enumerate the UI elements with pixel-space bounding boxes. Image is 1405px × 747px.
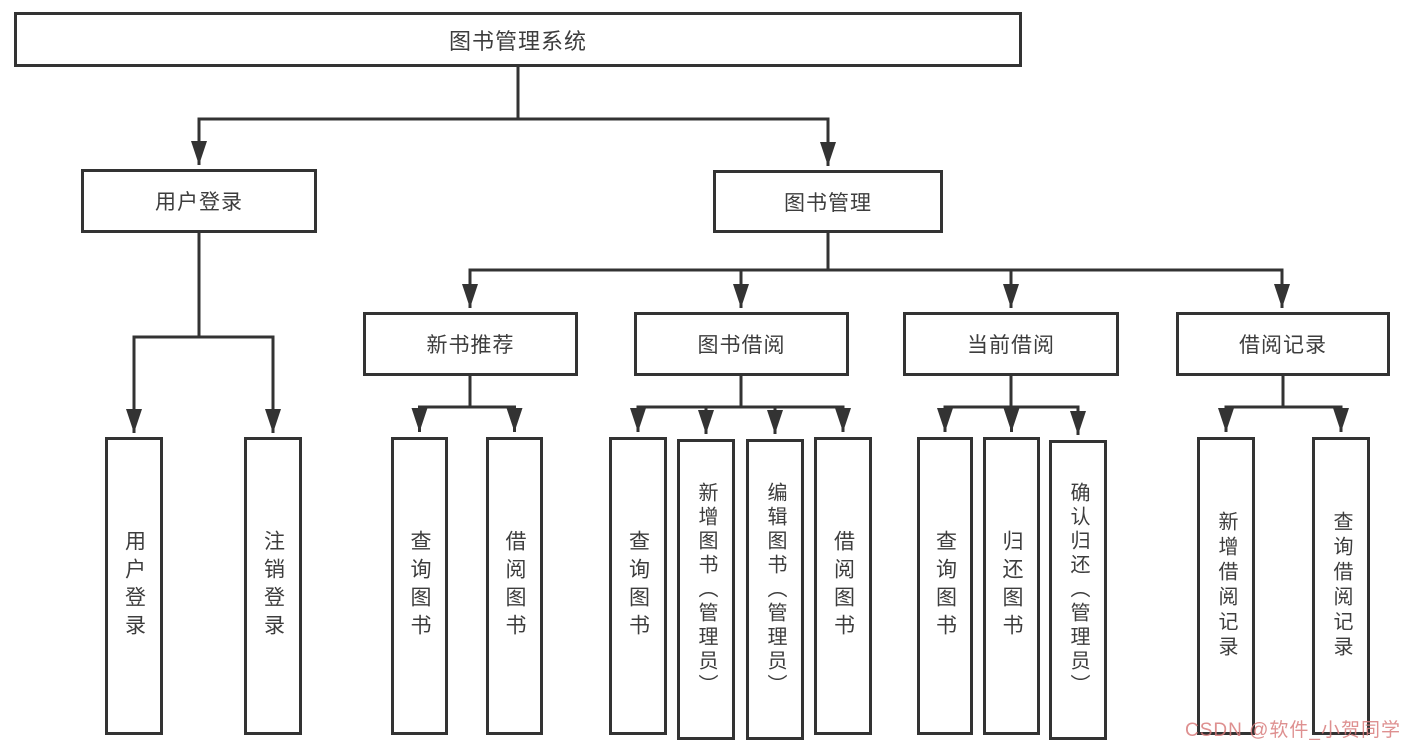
node-user-login: 用户登录 <box>81 169 317 233</box>
leaf-bb-add-books-label: 新增图书（管理员） <box>695 481 717 698</box>
leaf-bb-edit-books-label: 编辑图书（管理员） <box>764 481 786 698</box>
node-new-book-recommend: 新书推荐 <box>363 312 578 376</box>
leaf-bb-borrow-books: 借阅图书 <box>814 437 872 735</box>
leaf-cb-query-books-label: 查询图书 <box>933 530 957 642</box>
leaf-nbr-query-books: 查询图书 <box>391 437 448 735</box>
leaf-bb-edit-books: 编辑图书（管理员） <box>746 439 804 740</box>
node-book-borrowing: 图书借阅 <box>634 312 849 376</box>
node-current-borrowing: 当前借阅 <box>903 312 1119 376</box>
leaf-user-login: 用户登录 <box>105 437 163 735</box>
leaf-cb-return-books: 归还图书 <box>983 437 1040 735</box>
leaf-br-add-record: 新增借阅记录 <box>1197 437 1255 735</box>
node-borrowing-records-label: 借阅记录 <box>1239 334 1327 357</box>
leaf-bb-query-books-label: 查询图书 <box>626 530 650 642</box>
leaf-br-query-record: 查询借阅记录 <box>1312 437 1370 735</box>
leaf-nbr-borrow-books: 借阅图书 <box>486 437 543 735</box>
watermark: CSDN @软件_小贺同学 <box>1185 720 1401 741</box>
leaf-br-query-record-label: 查询借阅记录 <box>1330 511 1352 661</box>
leaf-logout-login-label: 注销登录 <box>261 530 285 642</box>
node-root-label: 图书管理系统 <box>448 28 587 54</box>
leaf-cb-query-books: 查询图书 <box>917 437 973 735</box>
leaf-logout-login: 注销登录 <box>244 437 302 735</box>
node-new-book-recommend-label: 新书推荐 <box>426 334 515 357</box>
node-book-management-label: 图书管理 <box>784 191 872 215</box>
leaf-user-login-label: 用户登录 <box>122 530 146 642</box>
leaf-nbr-borrow-books-label: 借阅图书 <box>503 530 526 642</box>
leaf-nbr-query-books-label: 查询图书 <box>408 530 431 642</box>
leaf-bb-borrow-books-label: 借阅图书 <box>831 530 855 642</box>
leaf-cb-confirm-return-label: 确认归还（管理员） <box>1067 482 1089 698</box>
leaf-bb-query-books: 查询图书 <box>609 437 667 735</box>
leaf-cb-return-books-label: 归还图书 <box>1000 530 1023 642</box>
node-user-login-label: 用户登录 <box>155 191 243 214</box>
leaf-bb-add-books: 新增图书（管理员） <box>677 439 735 740</box>
node-root: 图书管理系统 <box>14 12 1022 67</box>
leaf-cb-confirm-return: 确认归还（管理员） <box>1049 440 1107 740</box>
node-borrowing-records: 借阅记录 <box>1176 312 1390 376</box>
node-book-borrowing-label: 图书借阅 <box>697 334 786 357</box>
node-current-borrowing-label: 当前借阅 <box>967 334 1055 357</box>
node-book-management: 图书管理 <box>713 170 943 233</box>
leaf-br-add-record-label: 新增借阅记录 <box>1215 511 1237 661</box>
